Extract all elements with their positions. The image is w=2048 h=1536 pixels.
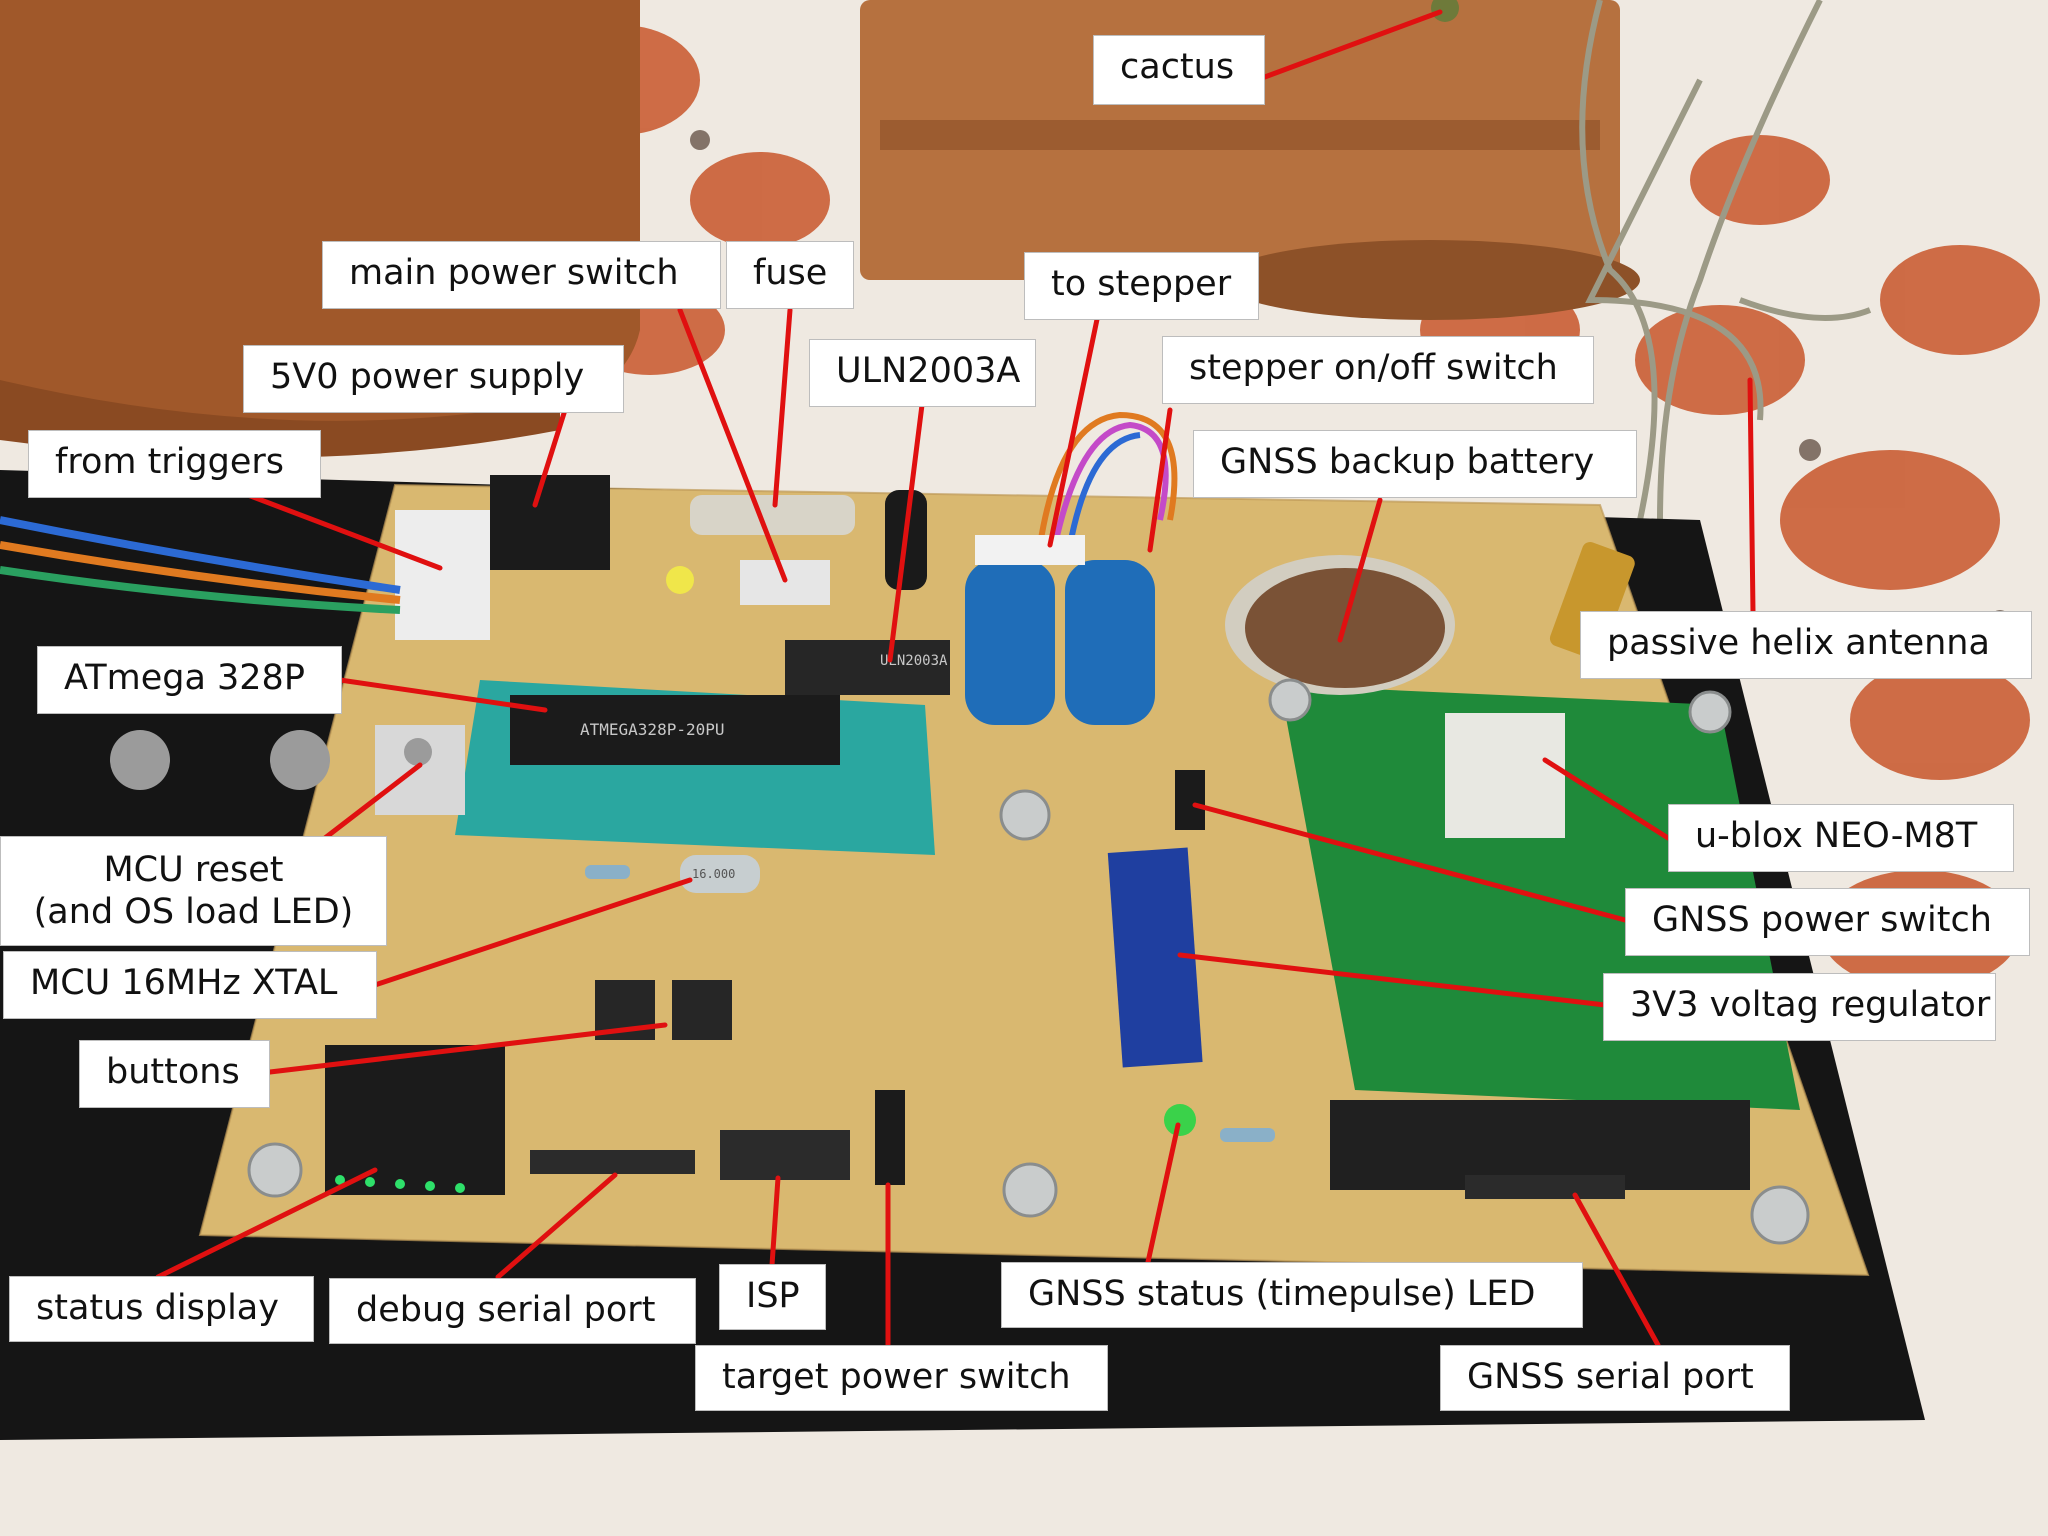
label-uln2003a: ULN2003A xyxy=(809,339,1036,407)
cactus-saucer xyxy=(1220,240,1640,320)
power-jack xyxy=(490,475,610,570)
leader-main-power-switch xyxy=(677,307,788,583)
fuse-holder xyxy=(690,495,855,535)
leader-battery xyxy=(1337,497,1383,643)
cactus-plant xyxy=(1431,0,1459,22)
leader-stepper-switch xyxy=(1147,407,1173,553)
leader-debug-serial xyxy=(495,1172,618,1280)
label-xtal: MCU 16MHz XTAL xyxy=(3,951,377,1019)
label-regulator: 3V3 voltag regulator xyxy=(1603,973,1996,1041)
crystal-marking: 16.000 xyxy=(692,867,735,881)
uln2003a-chip xyxy=(785,640,950,695)
label-gnss-power-switch: GNSS power switch xyxy=(1625,888,2030,956)
sma-connector xyxy=(1549,542,1635,660)
leader-atmega xyxy=(337,677,548,713)
label-gnss-serial-port: GNSS serial port xyxy=(1440,1345,1790,1411)
leader-lines xyxy=(155,9,1756,1348)
label-fuse: fuse xyxy=(726,241,854,309)
label-mcu-reset-line-1: MCU reset xyxy=(103,850,284,890)
uln2003a-marking: ULN2003A xyxy=(880,653,948,669)
label-gnss-status-led: GNSS status (timepulse) LED xyxy=(1001,1262,1583,1328)
leader-from-triggers xyxy=(237,489,443,571)
leader-mcu-reset xyxy=(322,762,423,841)
main-power-switch xyxy=(740,560,830,605)
atmega-chip xyxy=(510,695,840,765)
label-power-supply: 5V0 power supply xyxy=(243,345,624,413)
mounting-screws xyxy=(247,678,1810,1245)
leader-fuse xyxy=(772,307,793,508)
label-mcu-reset: MCU reset (and OS load LED) xyxy=(0,836,387,946)
target-power-switch-part xyxy=(875,1090,905,1185)
label-to-stepper: to stepper xyxy=(1024,252,1259,320)
leader-isp xyxy=(769,1175,781,1268)
helix-antenna-wires xyxy=(1579,0,1872,521)
resistor-1 xyxy=(585,865,630,879)
leader-gnss-serial-port xyxy=(1572,1192,1661,1348)
flower-pot-left xyxy=(0,0,640,434)
leader-gnss-status-led xyxy=(1145,1122,1181,1265)
leader-xtal xyxy=(372,877,693,988)
gnss-power-switch-part xyxy=(1175,770,1205,830)
label-target-power-switch: target power switch xyxy=(695,1345,1108,1411)
regulator-module xyxy=(1107,847,1203,1068)
cactus-pot-band xyxy=(880,120,1600,150)
leader-buttons xyxy=(267,1022,668,1075)
leader-power-supply xyxy=(532,407,568,508)
isp-header xyxy=(720,1130,850,1180)
stepper-connector xyxy=(975,535,1085,565)
capacitor-2 xyxy=(1065,560,1155,725)
label-status-display: status display xyxy=(9,1276,314,1342)
gnss-serial-header xyxy=(1465,1175,1625,1199)
resistor-2 xyxy=(1220,1128,1275,1142)
label-cactus: cactus xyxy=(1093,35,1265,105)
leader-ublox xyxy=(1542,757,1671,841)
status-display-part xyxy=(325,1045,505,1195)
trigger-cable xyxy=(0,516,401,614)
reset-button-cap xyxy=(404,738,432,766)
atmega-marking: ATMEGA328P-20PU xyxy=(580,720,725,739)
crystal xyxy=(680,855,760,893)
label-atmega: ATmega 328P xyxy=(37,646,342,714)
gnss-status-led-part xyxy=(1164,1104,1196,1136)
leader-regulator xyxy=(1177,952,1608,1008)
label-debug-serial: debug serial port xyxy=(329,1278,696,1344)
board-spacer-left xyxy=(110,730,170,790)
label-stepper-switch: stepper on/off switch xyxy=(1162,336,1594,404)
label-mcu-reset-line-2: (and OS load LED) xyxy=(33,892,354,932)
label-from-triggers: from triggers xyxy=(28,430,321,498)
board-spacer-left-2 xyxy=(270,730,330,790)
leader-uln2003a xyxy=(887,402,925,663)
label-main-power-switch: main power switch xyxy=(322,241,721,309)
leader-status-display xyxy=(155,1167,378,1280)
debug-header xyxy=(530,1150,695,1174)
yellow-led xyxy=(666,566,694,594)
label-ublox: u-blox NEO-M8T xyxy=(1668,804,2014,872)
button-2 xyxy=(672,980,732,1040)
leader-to-stepper xyxy=(1047,302,1103,548)
leader-gnss-power-switch xyxy=(1192,802,1628,923)
leader-cactus xyxy=(1259,9,1443,81)
label-passive-helix-antenna: passive helix antenna xyxy=(1580,611,2032,679)
leader-antenna xyxy=(1747,377,1756,615)
label-isp: ISP xyxy=(719,1264,826,1330)
status-display-leds xyxy=(335,1175,465,1193)
trigger-connector xyxy=(395,510,490,640)
capacitor-1 xyxy=(965,560,1055,725)
stepper-wires xyxy=(1037,411,1178,546)
label-gnss-backup-battery: GNSS backup battery xyxy=(1193,430,1637,498)
ublox-chip xyxy=(1445,713,1565,838)
label-buttons: buttons xyxy=(79,1040,270,1108)
